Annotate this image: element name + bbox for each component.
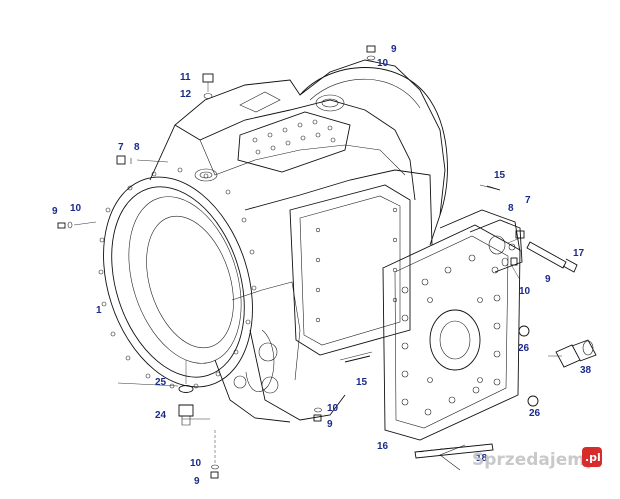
- hardware-parts: [57, 45, 597, 479]
- callout-10-top: 10: [377, 58, 389, 69]
- callout-16: 16: [377, 441, 389, 452]
- callout-26-upper: 26: [518, 343, 530, 354]
- callout-10-right: 10: [519, 286, 531, 297]
- callout-8-left: 8: [134, 142, 140, 153]
- callout-8-right: 8: [508, 203, 514, 214]
- callout-26-lower: 26: [529, 408, 541, 419]
- watermark-badge-text: .pl: [585, 451, 601, 464]
- callout-24: 24: [155, 410, 167, 421]
- callout-10-left: 10: [70, 203, 82, 214]
- watermark-badge: [582, 447, 602, 467]
- callout-12: 12: [180, 89, 192, 100]
- callout-9-top: 9: [391, 44, 397, 55]
- callout-labels: 9 10 11 12 7 8 9 10 1 15 7 8 17 9 10 26 …: [52, 44, 592, 487]
- leader-lines: [117, 237, 562, 420]
- watermark-logo: Sprzedajemy .pl: [472, 447, 602, 470]
- callout-15-top: 15: [494, 170, 506, 181]
- callout-17: 17: [573, 248, 585, 259]
- callout-18: 18: [476, 453, 488, 464]
- transmission-housing: [98, 59, 501, 423]
- watermark-brand-text: Sprzedajemy: [472, 450, 596, 470]
- callout-1: 1: [96, 305, 102, 316]
- callout-9-right: 9: [545, 274, 551, 285]
- callout-10-mid: 10: [327, 403, 339, 414]
- callout-25: 25: [155, 377, 167, 388]
- callout-10-bottom: 10: [190, 458, 202, 469]
- callout-15-bottom: 15: [356, 377, 368, 388]
- callout-9-mid: 9: [327, 419, 333, 430]
- callout-11: 11: [180, 72, 191, 83]
- callout-9-left: 9: [52, 206, 58, 217]
- callout-7-right: 7: [525, 195, 531, 206]
- callout-38: 38: [580, 365, 592, 376]
- callout-7-left: 7: [118, 142, 124, 153]
- callout-9-bottom: 9: [194, 476, 200, 487]
- cover-plate: [382, 209, 523, 471]
